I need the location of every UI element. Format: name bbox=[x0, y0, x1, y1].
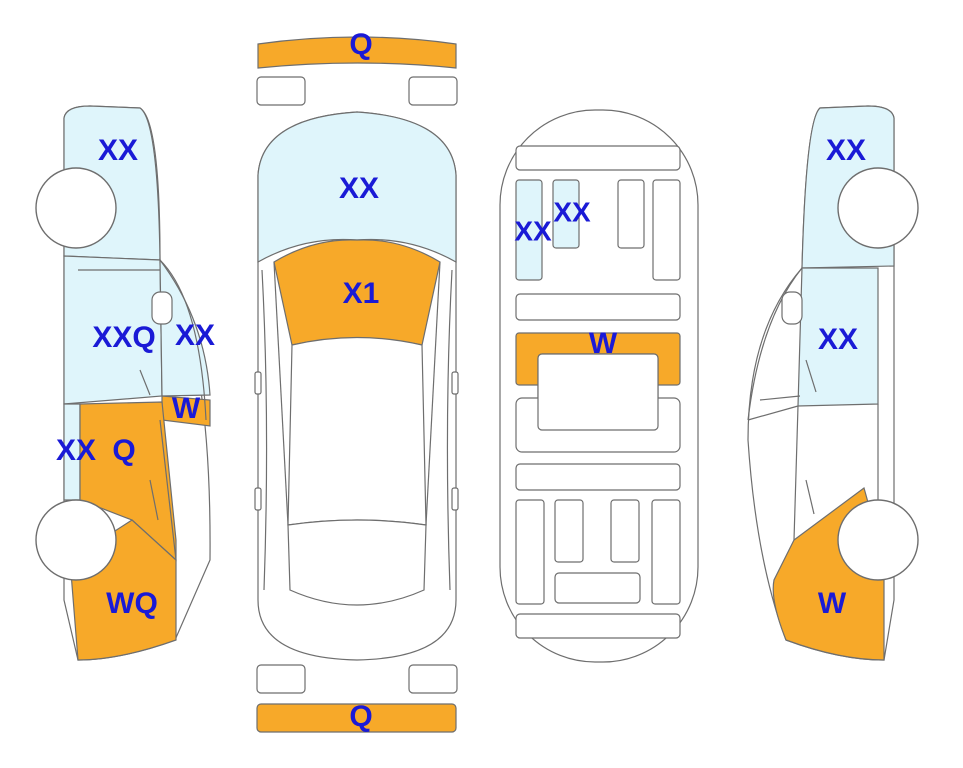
code-left-front-door-glass: XX bbox=[175, 319, 215, 352]
rear-right-lamp bbox=[408, 664, 458, 694]
code-front-bumper: Q bbox=[349, 28, 372, 61]
left-rear-wheel bbox=[35, 167, 117, 249]
rear-left-lamp bbox=[256, 664, 306, 694]
top-view: Q XX X1 Q bbox=[254, 28, 459, 733]
code-left-front-fender: WQ bbox=[106, 587, 158, 620]
front-bumper[interactable] bbox=[257, 36, 457, 69]
roof bbox=[287, 336, 427, 526]
code-right-front-fender: W bbox=[818, 587, 847, 620]
code-right-rear-glass: XX bbox=[826, 134, 866, 167]
windshield[interactable] bbox=[257, 111, 457, 264]
code-hood: X1 bbox=[343, 277, 380, 310]
code-roof-left-panel-2: XX bbox=[553, 196, 591, 227]
interior-view: XX XX W bbox=[499, 109, 699, 663]
left-front-wheel bbox=[35, 499, 117, 581]
code-roof-center-panel: W bbox=[589, 327, 618, 360]
code-left-rear-door-glass: XXQ bbox=[92, 321, 155, 354]
right-rear-wheel bbox=[837, 167, 919, 249]
rear-bumper[interactable] bbox=[256, 703, 457, 733]
right-front-wheel bbox=[837, 499, 919, 581]
roof-left-panel-2[interactable] bbox=[552, 179, 580, 249]
code-right-door-glass: XX bbox=[818, 323, 858, 356]
code-left-front-door-trim: W bbox=[172, 392, 201, 425]
code-windshield: XX bbox=[339, 172, 379, 205]
code-left-rear-door: Q bbox=[112, 434, 135, 467]
right-door-glass[interactable] bbox=[797, 267, 879, 407]
front-right-lamp bbox=[408, 76, 458, 106]
left-front-door-glass[interactable] bbox=[159, 258, 211, 397]
rear-window bbox=[287, 519, 427, 606]
code-rear-bumper: Q bbox=[349, 700, 372, 733]
right-side-view: XX XX W bbox=[747, 105, 919, 661]
code-left-rear-fender: XX bbox=[56, 434, 96, 467]
roof-left-panel[interactable] bbox=[515, 179, 543, 281]
front-left-lamp bbox=[256, 76, 306, 106]
code-left-rear-glass: XX bbox=[98, 134, 138, 167]
code-roof-left-panel: XX bbox=[514, 215, 552, 246]
left-side-view: XX XXQ XX W XX Q WQ bbox=[35, 105, 215, 661]
